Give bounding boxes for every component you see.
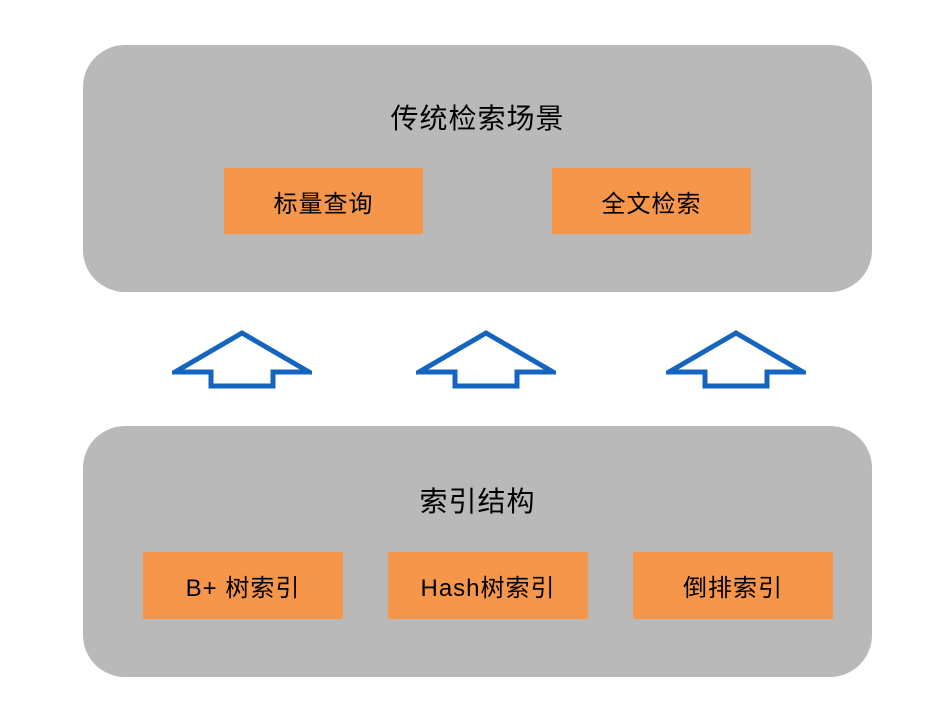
scalar-query-label: 标量查询 xyxy=(273,190,374,218)
scalar-query-box: 标量查询 xyxy=(224,168,423,234)
up-arrow-icon xyxy=(416,330,556,390)
up-arrow-icon xyxy=(172,330,312,390)
traditional-retrieval-panel: 传统检索场景 标量查询 全文检索 xyxy=(83,45,872,292)
inverted-index-box: 倒排索引 xyxy=(633,552,833,619)
bplus-tree-index-box: B+ 树索引 xyxy=(143,552,343,619)
bottom-panel-title: 索引结构 xyxy=(419,486,536,517)
up-arrow-icon xyxy=(666,330,806,390)
fulltext-retrieval-box: 全文检索 xyxy=(552,168,751,234)
hash-tree-index-label: Hash树索引 xyxy=(420,575,556,602)
index-structure-panel: 索引结构 B+ 树索引 Hash树索引 倒排索引 xyxy=(83,426,872,677)
bplus-tree-index-label: B+ 树索引 xyxy=(185,575,301,602)
inverted-index-label: 倒排索引 xyxy=(683,575,783,602)
fulltext-retrieval-label: 全文检索 xyxy=(601,190,702,218)
hash-tree-index-box: Hash树索引 xyxy=(388,552,588,619)
top-panel-title: 传统检索场景 xyxy=(390,103,565,134)
